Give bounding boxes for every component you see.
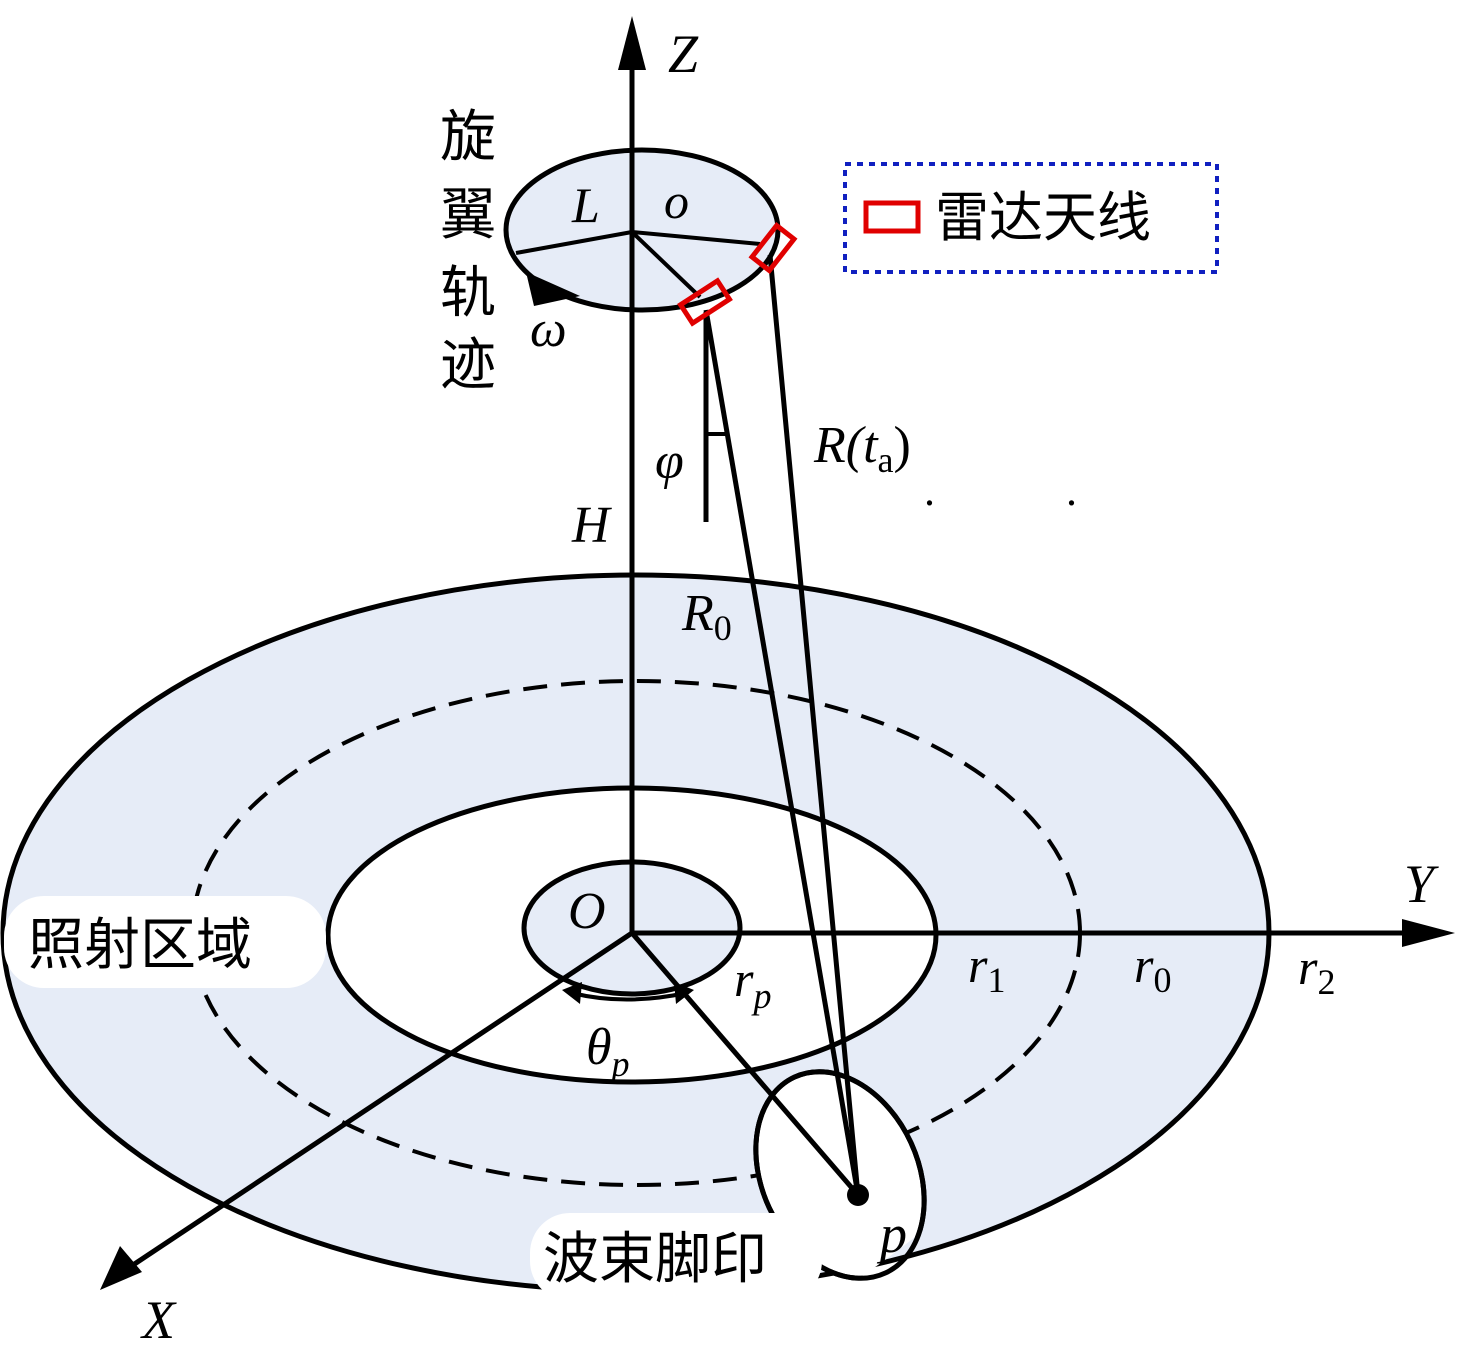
footprint-ellipse-outline <box>753 1069 927 1281</box>
rotor-radius-left <box>515 230 633 255</box>
illuminated-region-label: 照射区域 <box>28 913 252 978</box>
legend-box <box>843 162 1219 274</box>
radius-label-r1: r1 <box>968 937 1005 1000</box>
radius-label-rp: rp <box>734 951 771 1016</box>
labels: Z Y X O 旋 翼 轨 迹 L o ω R(ta) . . φ H R0 r… <box>28 24 1439 1350</box>
target-label-p: p <box>876 1204 907 1264</box>
omega-arrow-icon <box>526 272 580 306</box>
illuminated-label-bg <box>4 896 326 988</box>
rotor-label-o: o <box>664 173 689 229</box>
footprint-region-label: 波束脚印 <box>543 1227 767 1292</box>
rotor-title-2: 翼 <box>440 183 496 248</box>
theta-arrow-left-icon <box>562 982 582 1004</box>
range-lines <box>630 254 869 1206</box>
x-axis-label: X <box>140 1290 177 1350</box>
legend-label: 雷达天线 <box>935 186 1151 249</box>
theta-arc <box>562 982 694 1004</box>
origin-label: O <box>568 883 606 940</box>
footprint-label-bg <box>530 1213 822 1301</box>
target-point-p <box>847 1184 869 1206</box>
rotor-radius-right <box>631 230 761 246</box>
rotor-label-L: L <box>571 177 600 233</box>
rotor-title-4: 迹 <box>440 333 496 398</box>
antenna-1-icon <box>677 277 733 327</box>
axes <box>100 16 1455 1290</box>
radar-antennas <box>677 221 798 327</box>
theta-arc-path <box>571 991 687 1002</box>
phi-label: φ <box>655 433 684 490</box>
range-label-R0: R0 <box>681 585 732 648</box>
range-line-Rt <box>767 254 861 1196</box>
rotor-ellipse <box>503 147 781 313</box>
x-axis-arrow-icon <box>100 1246 142 1290</box>
red-rectangle-icon <box>863 200 921 234</box>
radius-label-r2: r2 <box>1298 939 1335 1002</box>
rotor-radius-front <box>630 230 702 299</box>
x-axis-line <box>128 930 634 1270</box>
radius-label-r0: r0 <box>1134 937 1171 1000</box>
target-radial-line <box>630 931 860 1197</box>
height-label-H: H <box>571 497 612 554</box>
ellipsis-dots: . . <box>924 466 1137 515</box>
rotor-title-3: 轨 <box>440 261 496 326</box>
range-line-R0 <box>703 309 861 1196</box>
theta-label: θp <box>586 1019 630 1084</box>
rotor-title-1: 旋 <box>440 105 496 170</box>
rotor-disk <box>503 147 781 313</box>
omega-label: ω <box>530 301 567 358</box>
z-axis-arrow-icon <box>618 16 646 70</box>
y-axis-arrow-icon <box>1402 919 1455 947</box>
antenna-2-icon <box>748 221 798 275</box>
y-axis-label: Y <box>1404 854 1439 914</box>
theta-arrow-right-icon <box>674 982 694 1004</box>
legend: 雷达天线 <box>843 162 1219 274</box>
range-label-Rt: R(ta) <box>813 417 911 480</box>
z-axis-label: Z <box>668 24 699 84</box>
